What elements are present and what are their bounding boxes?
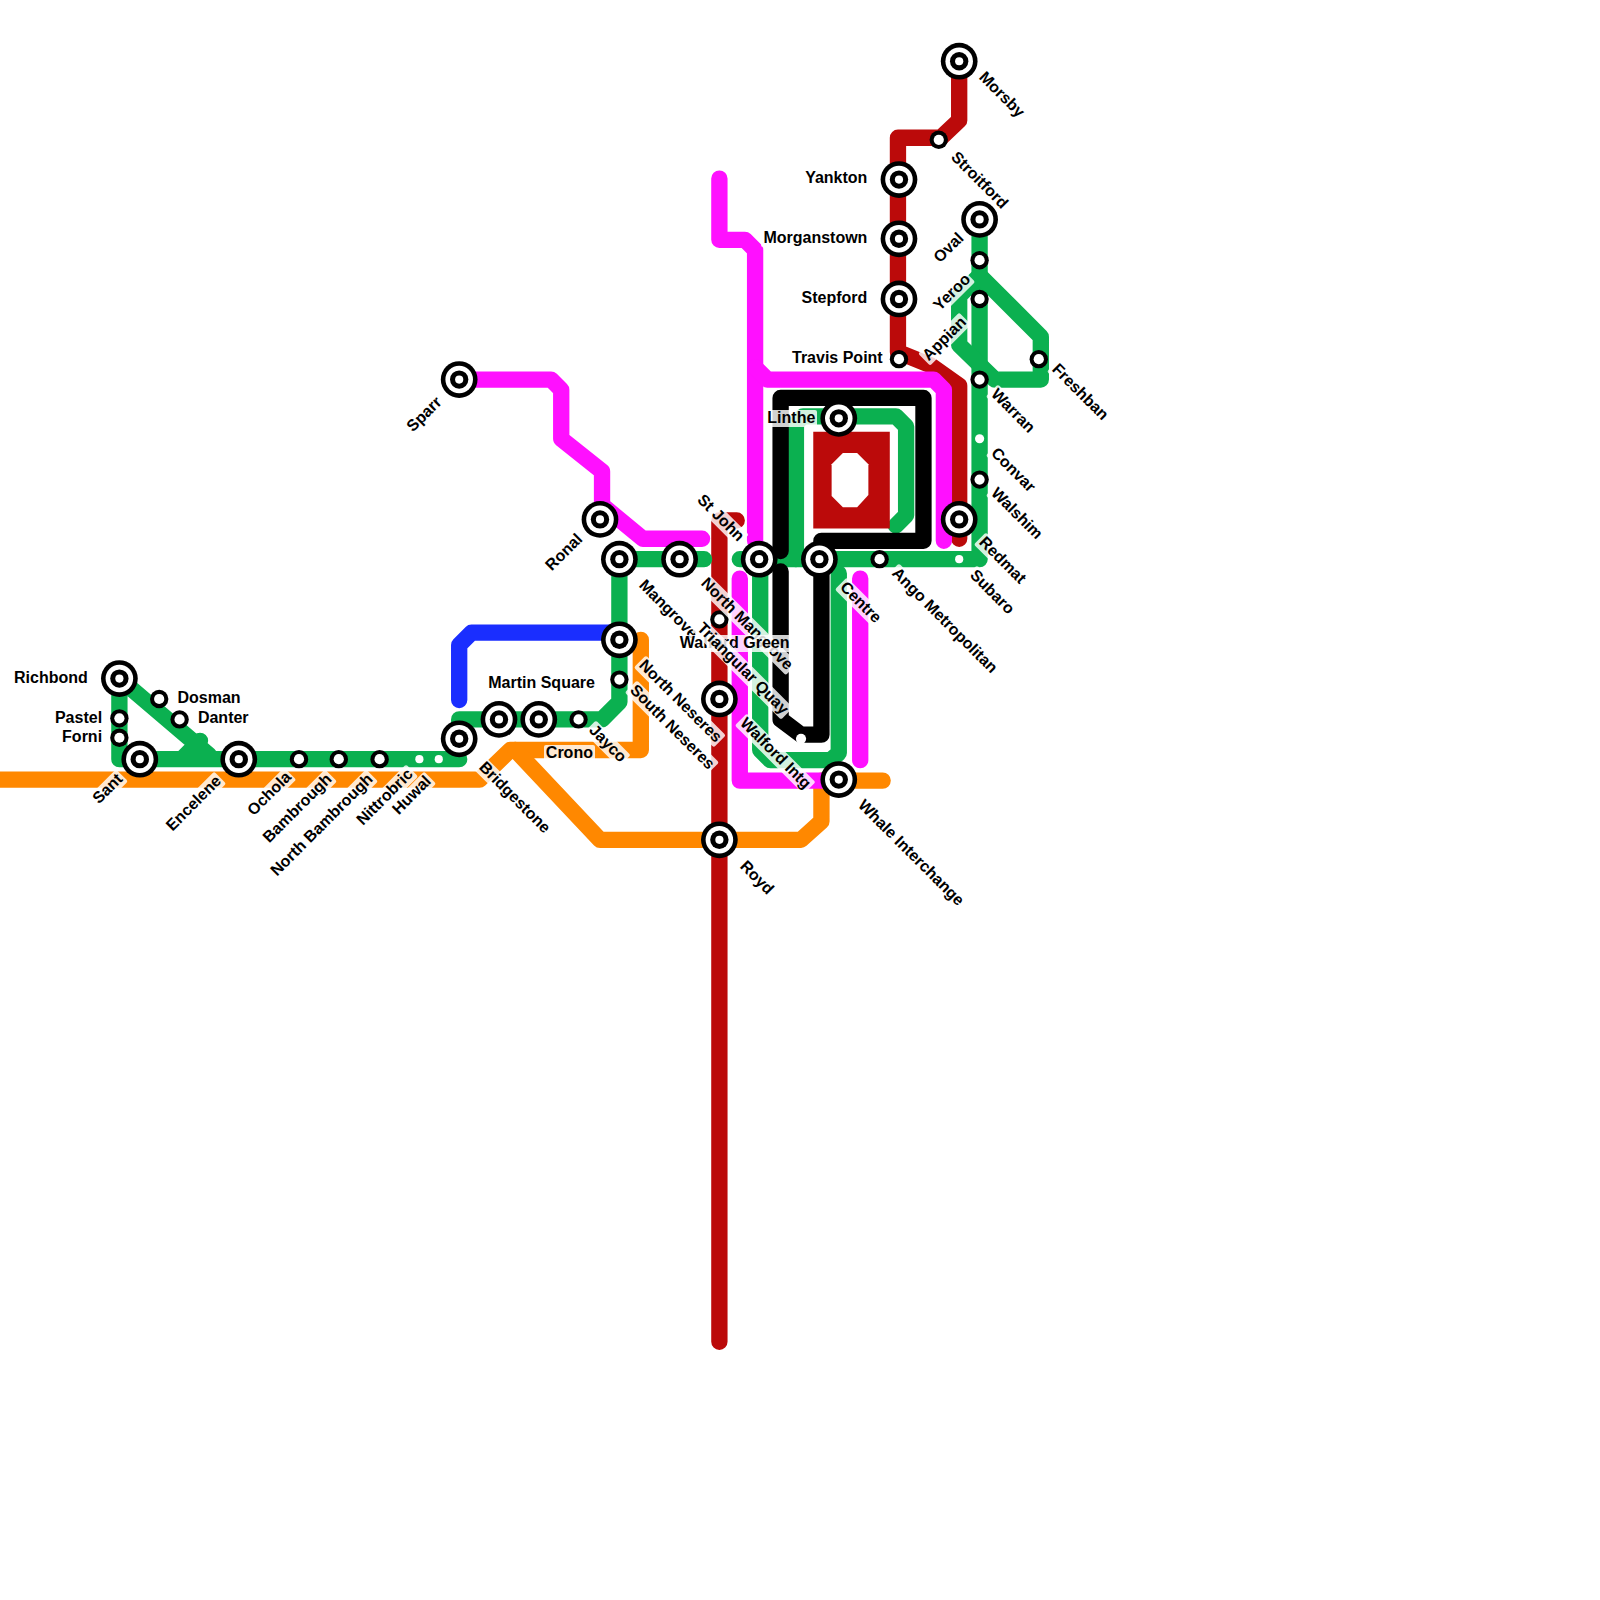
station-name: Pastel — [53, 710, 104, 727]
interchange — [601, 621, 638, 658]
interchange — [741, 541, 778, 578]
station-name: Whale Interchange — [853, 795, 968, 910]
interchange — [582, 501, 619, 538]
station — [970, 251, 988, 269]
interchange — [520, 701, 557, 738]
station — [150, 690, 168, 708]
station — [970, 470, 988, 488]
station-name: Oval — [929, 229, 968, 268]
minor-stop — [796, 734, 806, 744]
station-name: Freshban — [1047, 359, 1113, 425]
route-lines — [0, 61, 1041, 1342]
orange-line — [0, 640, 641, 780]
station — [370, 750, 388, 768]
interchange — [941, 501, 978, 538]
station-name: Warran — [986, 385, 1039, 438]
station-name: Yankton — [803, 170, 869, 187]
blue-line — [459, 633, 612, 700]
station-name: Ronal — [541, 530, 587, 576]
station — [170, 710, 188, 728]
interchange — [801, 541, 838, 578]
interchange — [441, 361, 478, 398]
station — [610, 670, 628, 688]
station-name: Richbond — [12, 670, 90, 687]
magenta-line — [719, 179, 755, 541]
station-name: Forni — [60, 729, 104, 746]
station — [569, 710, 587, 728]
minor-stop — [415, 755, 423, 763]
station — [110, 729, 128, 747]
station — [110, 709, 128, 727]
station — [870, 550, 888, 568]
interchange — [601, 541, 638, 578]
minor-stop — [975, 434, 984, 443]
station-name: Sparr — [402, 392, 446, 436]
station-name: Linthe — [765, 410, 817, 427]
station-name: Danter — [196, 710, 251, 727]
station — [930, 131, 948, 149]
interchange — [441, 720, 478, 757]
interchange — [701, 821, 738, 858]
station-name: Travis Point — [790, 350, 885, 367]
station — [970, 370, 988, 388]
interchange — [101, 660, 138, 697]
interchange — [941, 43, 978, 80]
red-loop — [813, 432, 890, 529]
station — [1030, 350, 1048, 368]
magenta-line — [459, 380, 702, 539]
interchange — [820, 761, 857, 798]
minor-stop — [435, 755, 443, 763]
interchange — [881, 281, 918, 318]
station — [290, 750, 308, 768]
interchange — [701, 681, 738, 718]
station-markers — [101, 43, 1048, 858]
station-name: Morganstown — [761, 230, 869, 247]
interchange — [881, 161, 918, 198]
station-name: Walshim — [986, 484, 1047, 545]
station — [330, 750, 348, 768]
green-line — [959, 276, 1041, 380]
interchange — [820, 400, 857, 437]
station — [970, 290, 988, 308]
minor-stop — [955, 555, 963, 563]
station — [890, 350, 908, 368]
interchange — [220, 741, 257, 778]
interchange — [121, 741, 158, 778]
green-line — [119, 679, 459, 760]
interchange — [881, 220, 918, 257]
station-name: Stepford — [800, 290, 870, 307]
interchange — [481, 701, 518, 738]
station-name: Dosman — [176, 690, 243, 707]
interchange — [661, 541, 698, 578]
station-name: Martin Square — [486, 675, 597, 692]
station-name: Crono — [544, 745, 595, 762]
loop-hole — [832, 453, 869, 507]
station-name: Morsby — [974, 68, 1029, 123]
station-name: Royd — [735, 856, 778, 899]
